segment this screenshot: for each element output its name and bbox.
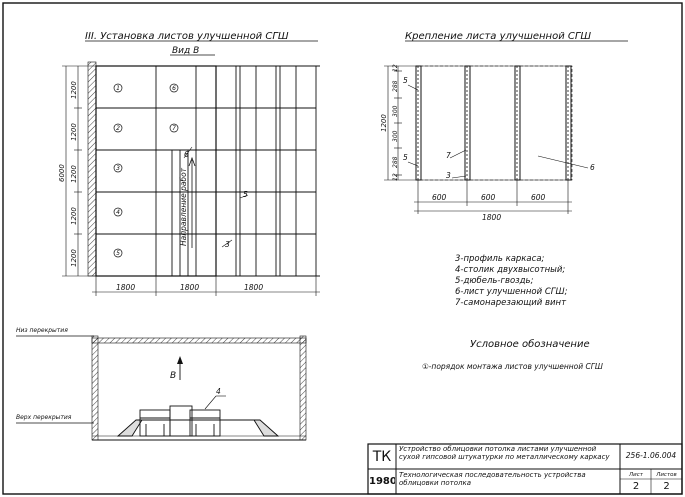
panel-marker [169, 123, 179, 133]
tb-code-1: ТК [372, 449, 392, 465]
detail-callout-6: 6 [590, 163, 595, 172]
left-plan-view-label: Вид В [172, 46, 199, 56]
detail-dim-bottom-total: 1800 [482, 213, 501, 222]
legend-item: 3-профиль каркаса; [455, 254, 545, 264]
section-view: Низ перекрытия Верх перекрытия В 4 [16, 327, 307, 441]
symbol-title: Условное обозначение [470, 338, 590, 350]
section-view-label: В [170, 371, 176, 381]
tb-description-1: Устройство облицовки потолка листами улу… [399, 445, 610, 461]
legend: 3-профиль каркаса; 4-столик двухвысотный… [455, 254, 568, 308]
left-plan: III. Установка листов улучшенной СГШ Вид… [58, 31, 320, 296]
detail-callout-7: 7 [446, 151, 451, 160]
title-block-frame [367, 443, 683, 495]
detail-dim-left: 300 [392, 105, 399, 117]
detail-dim-left: 288 [392, 80, 399, 92]
tb-sheet-label: Лист [629, 472, 643, 478]
section-top-label: Низ перекрытия [16, 327, 68, 334]
wall-hatch [87, 61, 97, 277]
detail-profiles [415, 65, 572, 181]
panel-marker [169, 83, 179, 93]
panel-number: 1 [116, 85, 120, 92]
callout-6: 6 [184, 150, 189, 159]
tb-code-2: 1980 [369, 476, 395, 487]
panel-number: 3 [116, 165, 120, 172]
panel-number: 4 [116, 209, 120, 216]
detail-dim-left: 12 [392, 173, 399, 181]
detail-callout-5b: 5 [403, 153, 408, 162]
legend-item: 7-самонарезающий винт [455, 298, 567, 308]
tb-sheet: 2 [632, 481, 640, 492]
right-detail-title: Крепление листа улучшенной СГШ [405, 31, 591, 42]
symbol-text: ①-порядок монтажа листов улучшенной СГШ [422, 362, 603, 371]
dim-total: 6000 [58, 164, 66, 182]
dim-row: 1200 [70, 207, 78, 225]
tb-doc-number: 256-1.06.004 [625, 452, 677, 460]
detail-dim-left: 288 [392, 156, 399, 168]
panel-marker [113, 83, 123, 93]
two-level-table [116, 405, 280, 437]
dim-col: 1800 [244, 283, 263, 292]
legend-item: 6-лист улучшенной СГШ; [455, 287, 568, 297]
callout-5: 5 [243, 190, 248, 199]
left-plan-title: III. Установка листов улучшенной СГШ [85, 31, 289, 42]
panel-number: 2 [116, 125, 120, 132]
panel-number: 5 [116, 250, 120, 257]
tb-sheets: 2 [663, 481, 670, 492]
dim-col: 1800 [180, 283, 199, 292]
dim-row: 1200 [70, 81, 78, 99]
panel-markers [113, 83, 179, 258]
dim-row: 1200 [70, 123, 78, 141]
right-detail: Крепление листа улучшенной СГШ [380, 31, 628, 222]
panel-number: 6 [172, 85, 176, 92]
detail-dim-total: 1200 [380, 114, 388, 132]
legend-item: 4-столик двухвысотный; [455, 265, 565, 275]
tb-sheets-label: Листов [656, 472, 677, 478]
dim-row: 1200 [70, 165, 78, 183]
dim-col: 1800 [116, 283, 135, 292]
panel-marker [113, 163, 123, 173]
section-callout-4: 4 [216, 387, 221, 396]
legend-item: 5-дюбель-гвоздь; [455, 276, 534, 286]
panel-number: 7 [172, 125, 176, 132]
direction-of-work-label: Направление работ [179, 167, 188, 246]
panel-marker [113, 123, 123, 133]
detail-callout-5a: 5 [403, 76, 408, 85]
detail-dim-bottom: 600 [432, 193, 447, 202]
detail-callout-3: 3 [446, 171, 451, 180]
plan-profiles [96, 65, 320, 277]
plan-panels [95, 65, 217, 277]
callout-3: 3 [225, 240, 230, 249]
dim-row: 1200 [70, 249, 78, 267]
tb-description-2: Технологическая последовательность устро… [399, 471, 586, 487]
detail-dim-bottom: 600 [531, 193, 546, 202]
section-bottom-label: Верх перекрытия [16, 414, 72, 421]
detail-dim-left: 12 [392, 64, 399, 72]
detail-dim-left: 300 [392, 130, 399, 142]
panel-marker [113, 207, 123, 217]
detail-dim-bottom: 600 [481, 193, 496, 202]
panel-marker [113, 248, 123, 258]
symbol-legend: Условное обозначение ①-порядок монтажа л… [422, 338, 603, 371]
